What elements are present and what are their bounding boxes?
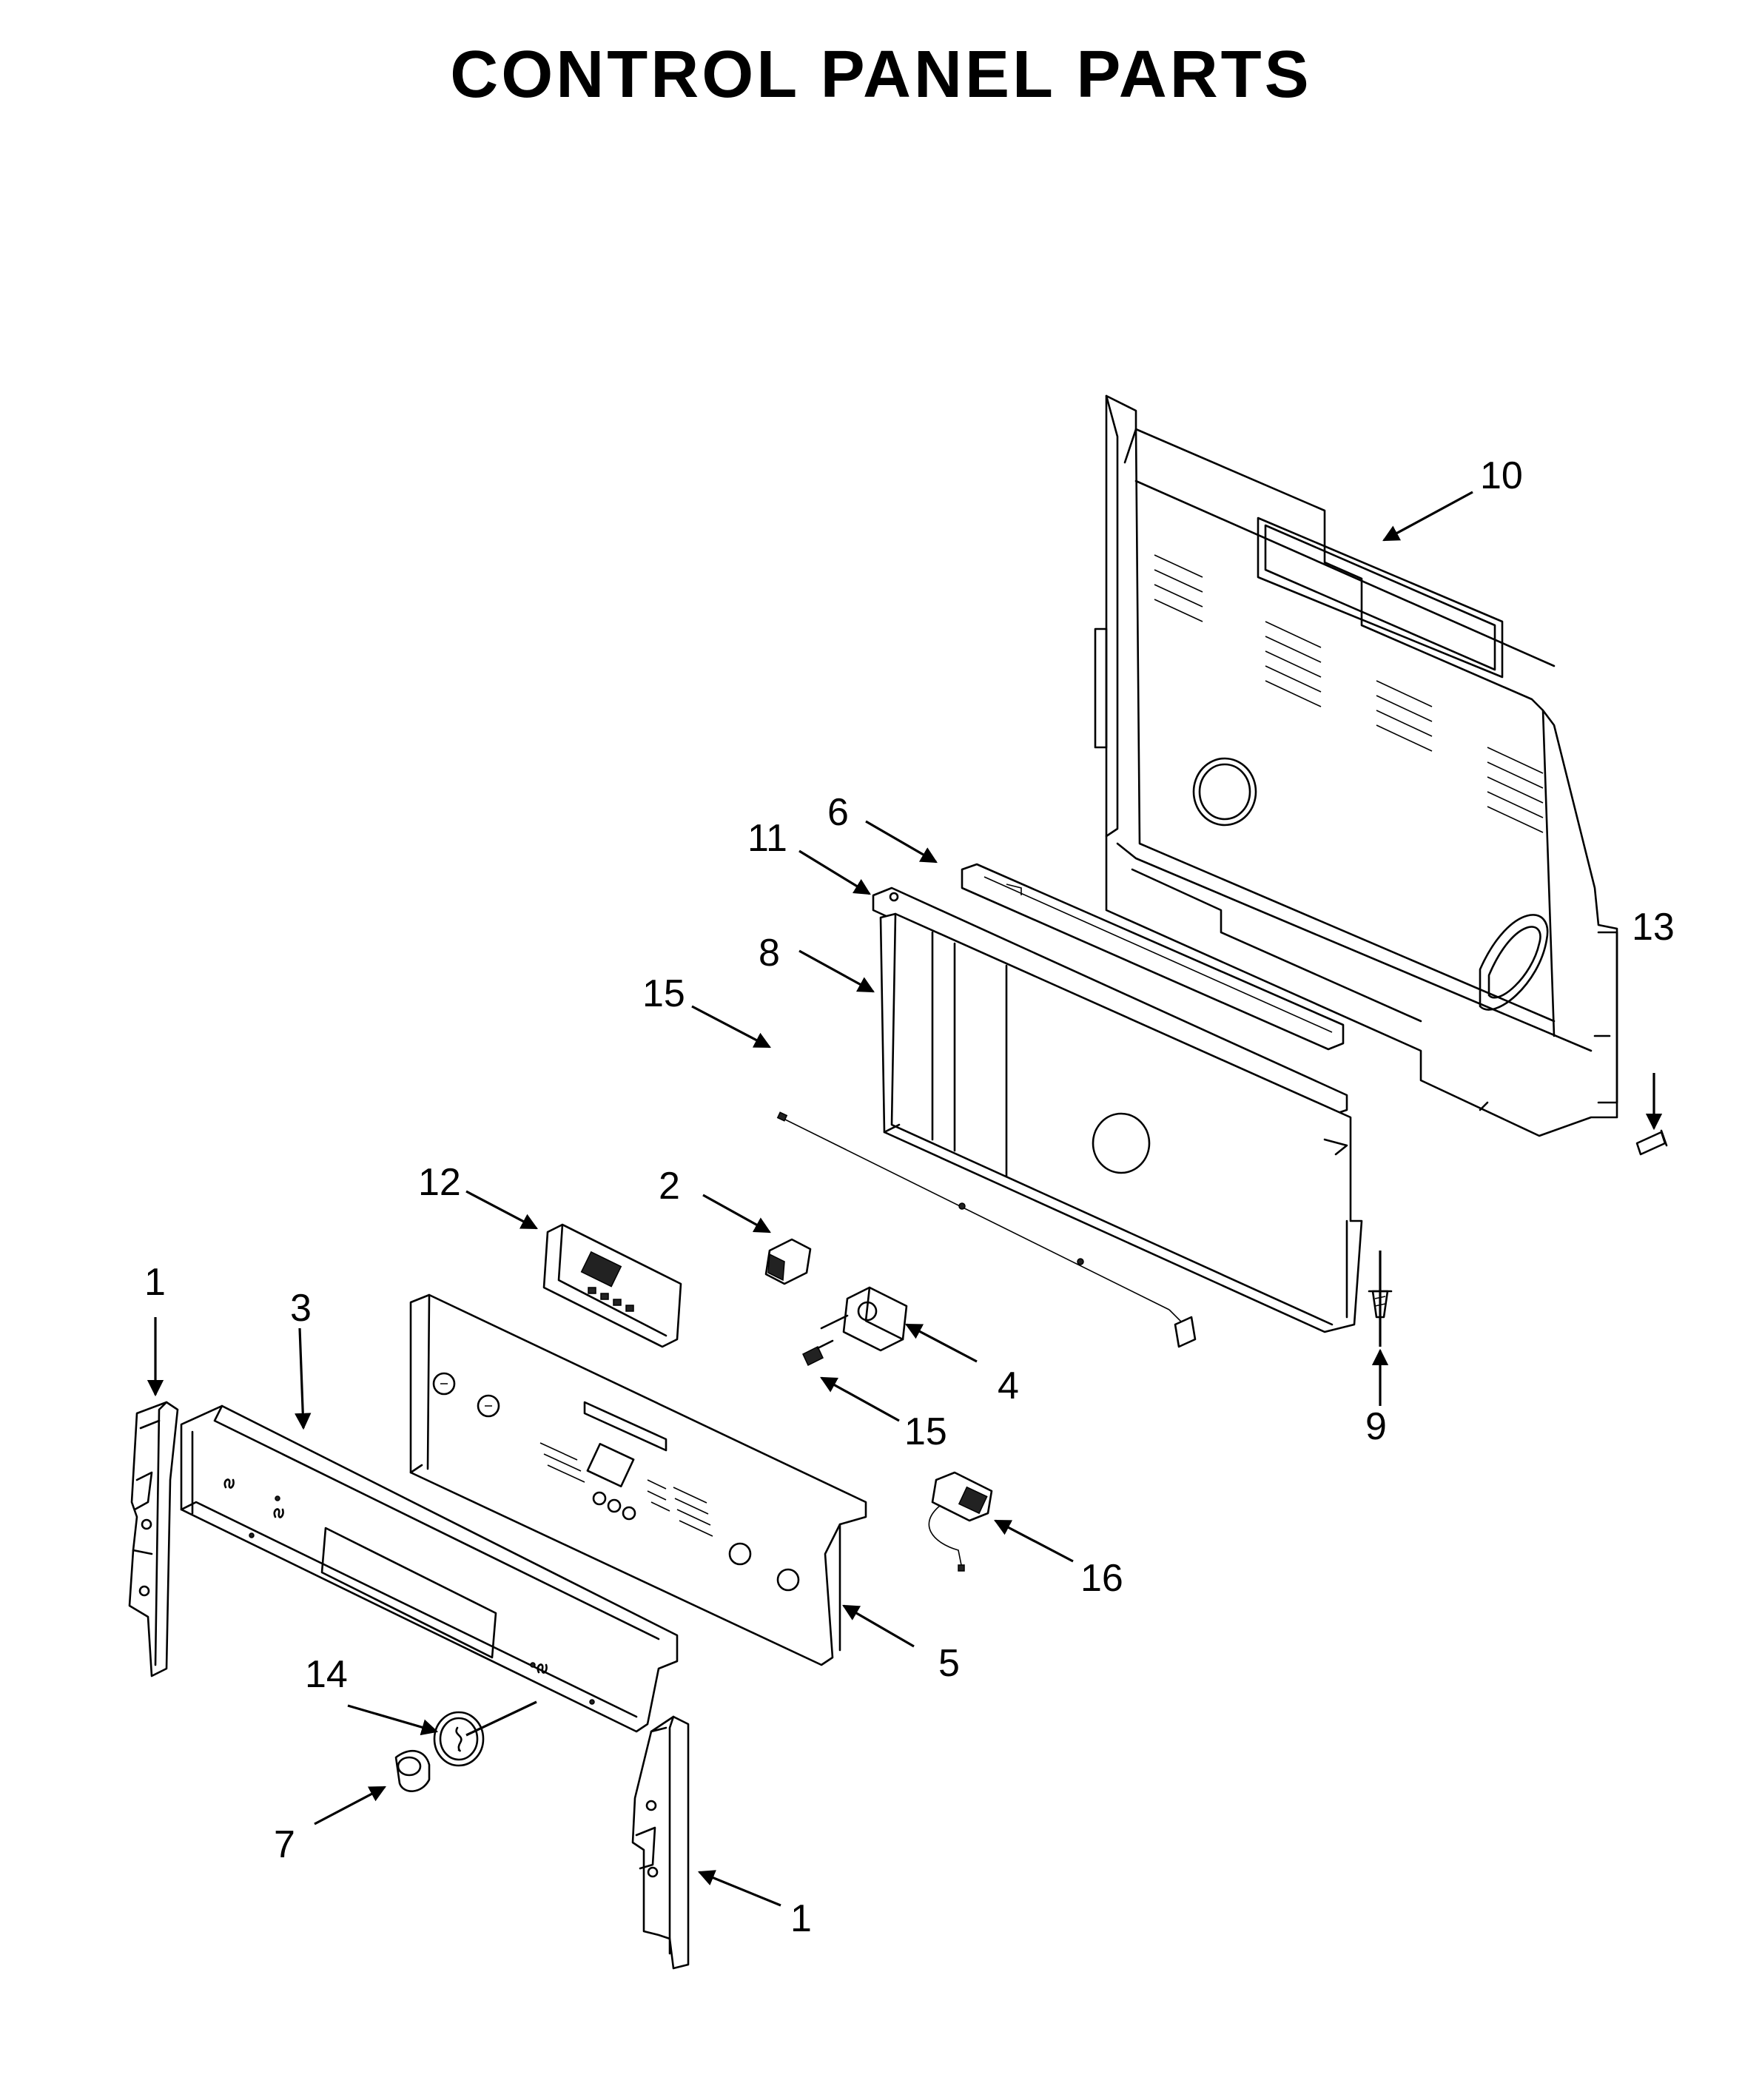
part-13-screw	[1635, 1129, 1668, 1156]
part-8-panel-frame	[879, 912, 1363, 1333]
callout-1-left: 1	[144, 1261, 166, 1304]
callout-8: 8	[759, 932, 780, 975]
part-10-rear-panel	[1094, 394, 1618, 1137]
part-16-igniter-switch	[928, 1471, 993, 1572]
callout-15-lower: 15	[904, 1410, 947, 1453]
part-4-infinite-switch	[820, 1286, 908, 1352]
page-title: CONTROL PANEL PARTS	[450, 38, 1312, 112]
callout-5: 5	[938, 1642, 960, 1685]
leader-lines	[147, 491, 1663, 1907]
callout-9: 9	[1365, 1405, 1387, 1448]
callout-14: 14	[305, 1653, 348, 1696]
part-1-left-endcap	[128, 1401, 179, 1677]
callout-10: 10	[1480, 454, 1523, 497]
part-5-console-bezel	[409, 1293, 867, 1666]
callout-15-upper: 15	[642, 972, 685, 1015]
callout-3: 3	[290, 1287, 312, 1330]
callout-labels: 10 6 11 8 15 13 9 12 2 4 15 16 5 1 3 14 …	[144, 454, 1675, 1940]
part-11-top-strip	[872, 886, 1348, 1119]
part-1-right-endcap	[631, 1715, 690, 1970]
part-12-control-board	[542, 1223, 682, 1348]
part-15-screw-lower	[802, 1339, 834, 1367]
callout-16: 16	[1080, 1557, 1123, 1600]
callout-1-right: 1	[790, 1897, 812, 1940]
part-9-screw	[1368, 1251, 1393, 1347]
callout-6: 6	[827, 791, 849, 834]
part-2-switch	[764, 1238, 812, 1285]
part-15-wire-harness	[776, 1111, 1197, 1348]
part-14-knob-ring	[433, 1711, 485, 1767]
callout-12: 12	[418, 1161, 461, 1204]
callout-4: 4	[998, 1364, 1019, 1407]
part-3-front-panel	[180, 1404, 679, 1733]
callout-11: 11	[747, 817, 787, 860]
callout-2: 2	[659, 1165, 680, 1208]
callout-7: 7	[274, 1823, 295, 1866]
part-7-knob	[394, 1750, 431, 1792]
callout-13: 13	[1632, 906, 1675, 949]
part-6-bracket	[961, 863, 1345, 1051]
